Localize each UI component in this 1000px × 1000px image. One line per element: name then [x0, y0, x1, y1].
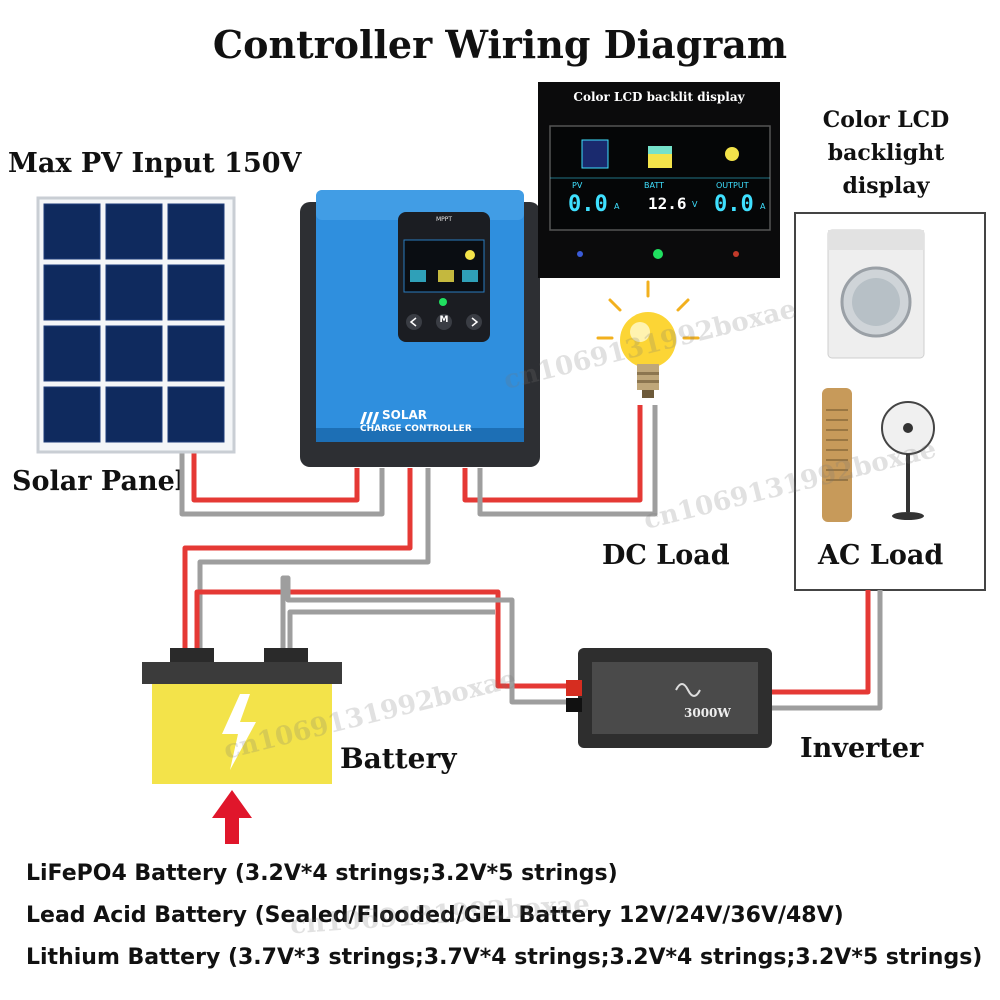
lcd-output-label: OUTPUT [716, 181, 749, 190]
lcd-side-label: Color LCD backlight display [822, 107, 950, 199]
wire-batt-positive [182, 468, 413, 655]
solar-panel-icon [36, 196, 236, 454]
lcd-pv-label: PV [572, 181, 583, 190]
battery-label: Battery [340, 742, 457, 775]
tower-heater-icon [822, 388, 852, 522]
battery-note-lifepo4: LiFePO4 Battery (3.2V*4 strings;3.2V*5 s… [26, 861, 618, 886]
fan-icon [881, 401, 935, 520]
wire-ac-negative [770, 590, 883, 711]
washing-machine-icon [827, 229, 925, 359]
lcd-pv-value: 0.0 [568, 192, 608, 217]
charge-controller [300, 190, 540, 467]
lcd-inset: Color LCD backlit display PV 0.0 A BATT … [538, 82, 780, 278]
battery-note-lithium: Lithium Battery (3.7V*3 strings;3.7V*4 s… [26, 945, 983, 970]
pv-input-label: Max PV Input 150V [8, 148, 302, 179]
wire-batt-neg2 [287, 609, 495, 655]
wire-pv-positive [191, 450, 360, 503]
solar-panel-label: Solar Panel [12, 466, 186, 497]
ac-load-label: AC Load [818, 540, 944, 571]
controller-brand: MPPT [435, 216, 453, 223]
controller-logo-line1: SOLAR [382, 408, 428, 422]
wires [179, 405, 883, 711]
page-title: Controller Wiring Diagram [212, 22, 788, 67]
battery [142, 648, 342, 784]
wire-batt-negative [197, 468, 431, 655]
wire-pv-negative [179, 450, 385, 517]
controller-logo-line2: CHARGE CONTROLLER [360, 424, 472, 434]
wire-dc-negative [477, 405, 658, 517]
inverter [566, 648, 772, 748]
battery-note-lead-acid: Lead Acid Battery (Sealed/Flooded/GEL Ba… [26, 903, 844, 928]
lightning-icon [222, 694, 256, 770]
lcd-batt-unit: V [692, 200, 698, 209]
lcd-batt-label: BATT [644, 181, 664, 190]
wire-inv-negative [280, 575, 580, 705]
wire-ac-positive [770, 590, 871, 695]
lcd-output-unit: A [760, 202, 766, 211]
menu-button[interactable]: M [439, 315, 449, 325]
inverter-label: Inverter [800, 733, 924, 764]
wire-inv-positive [194, 589, 580, 689]
wire-dc-positive [462, 405, 643, 503]
lcd-pv-unit: A [614, 202, 620, 211]
inverter-rating: 3000W [684, 706, 731, 720]
lcd-screen-graphics [549, 125, 771, 259]
ac-load-box [794, 212, 986, 591]
up-arrow-icon [212, 790, 252, 844]
dc-load-label: DC Load [602, 540, 730, 571]
lcd-batt-value: 12.6 [648, 194, 687, 213]
bulb-icon [596, 280, 700, 398]
lcd-output-value: 0.0 [714, 192, 754, 217]
lcd-inset-caption: Color LCD backlit display [573, 90, 745, 104]
